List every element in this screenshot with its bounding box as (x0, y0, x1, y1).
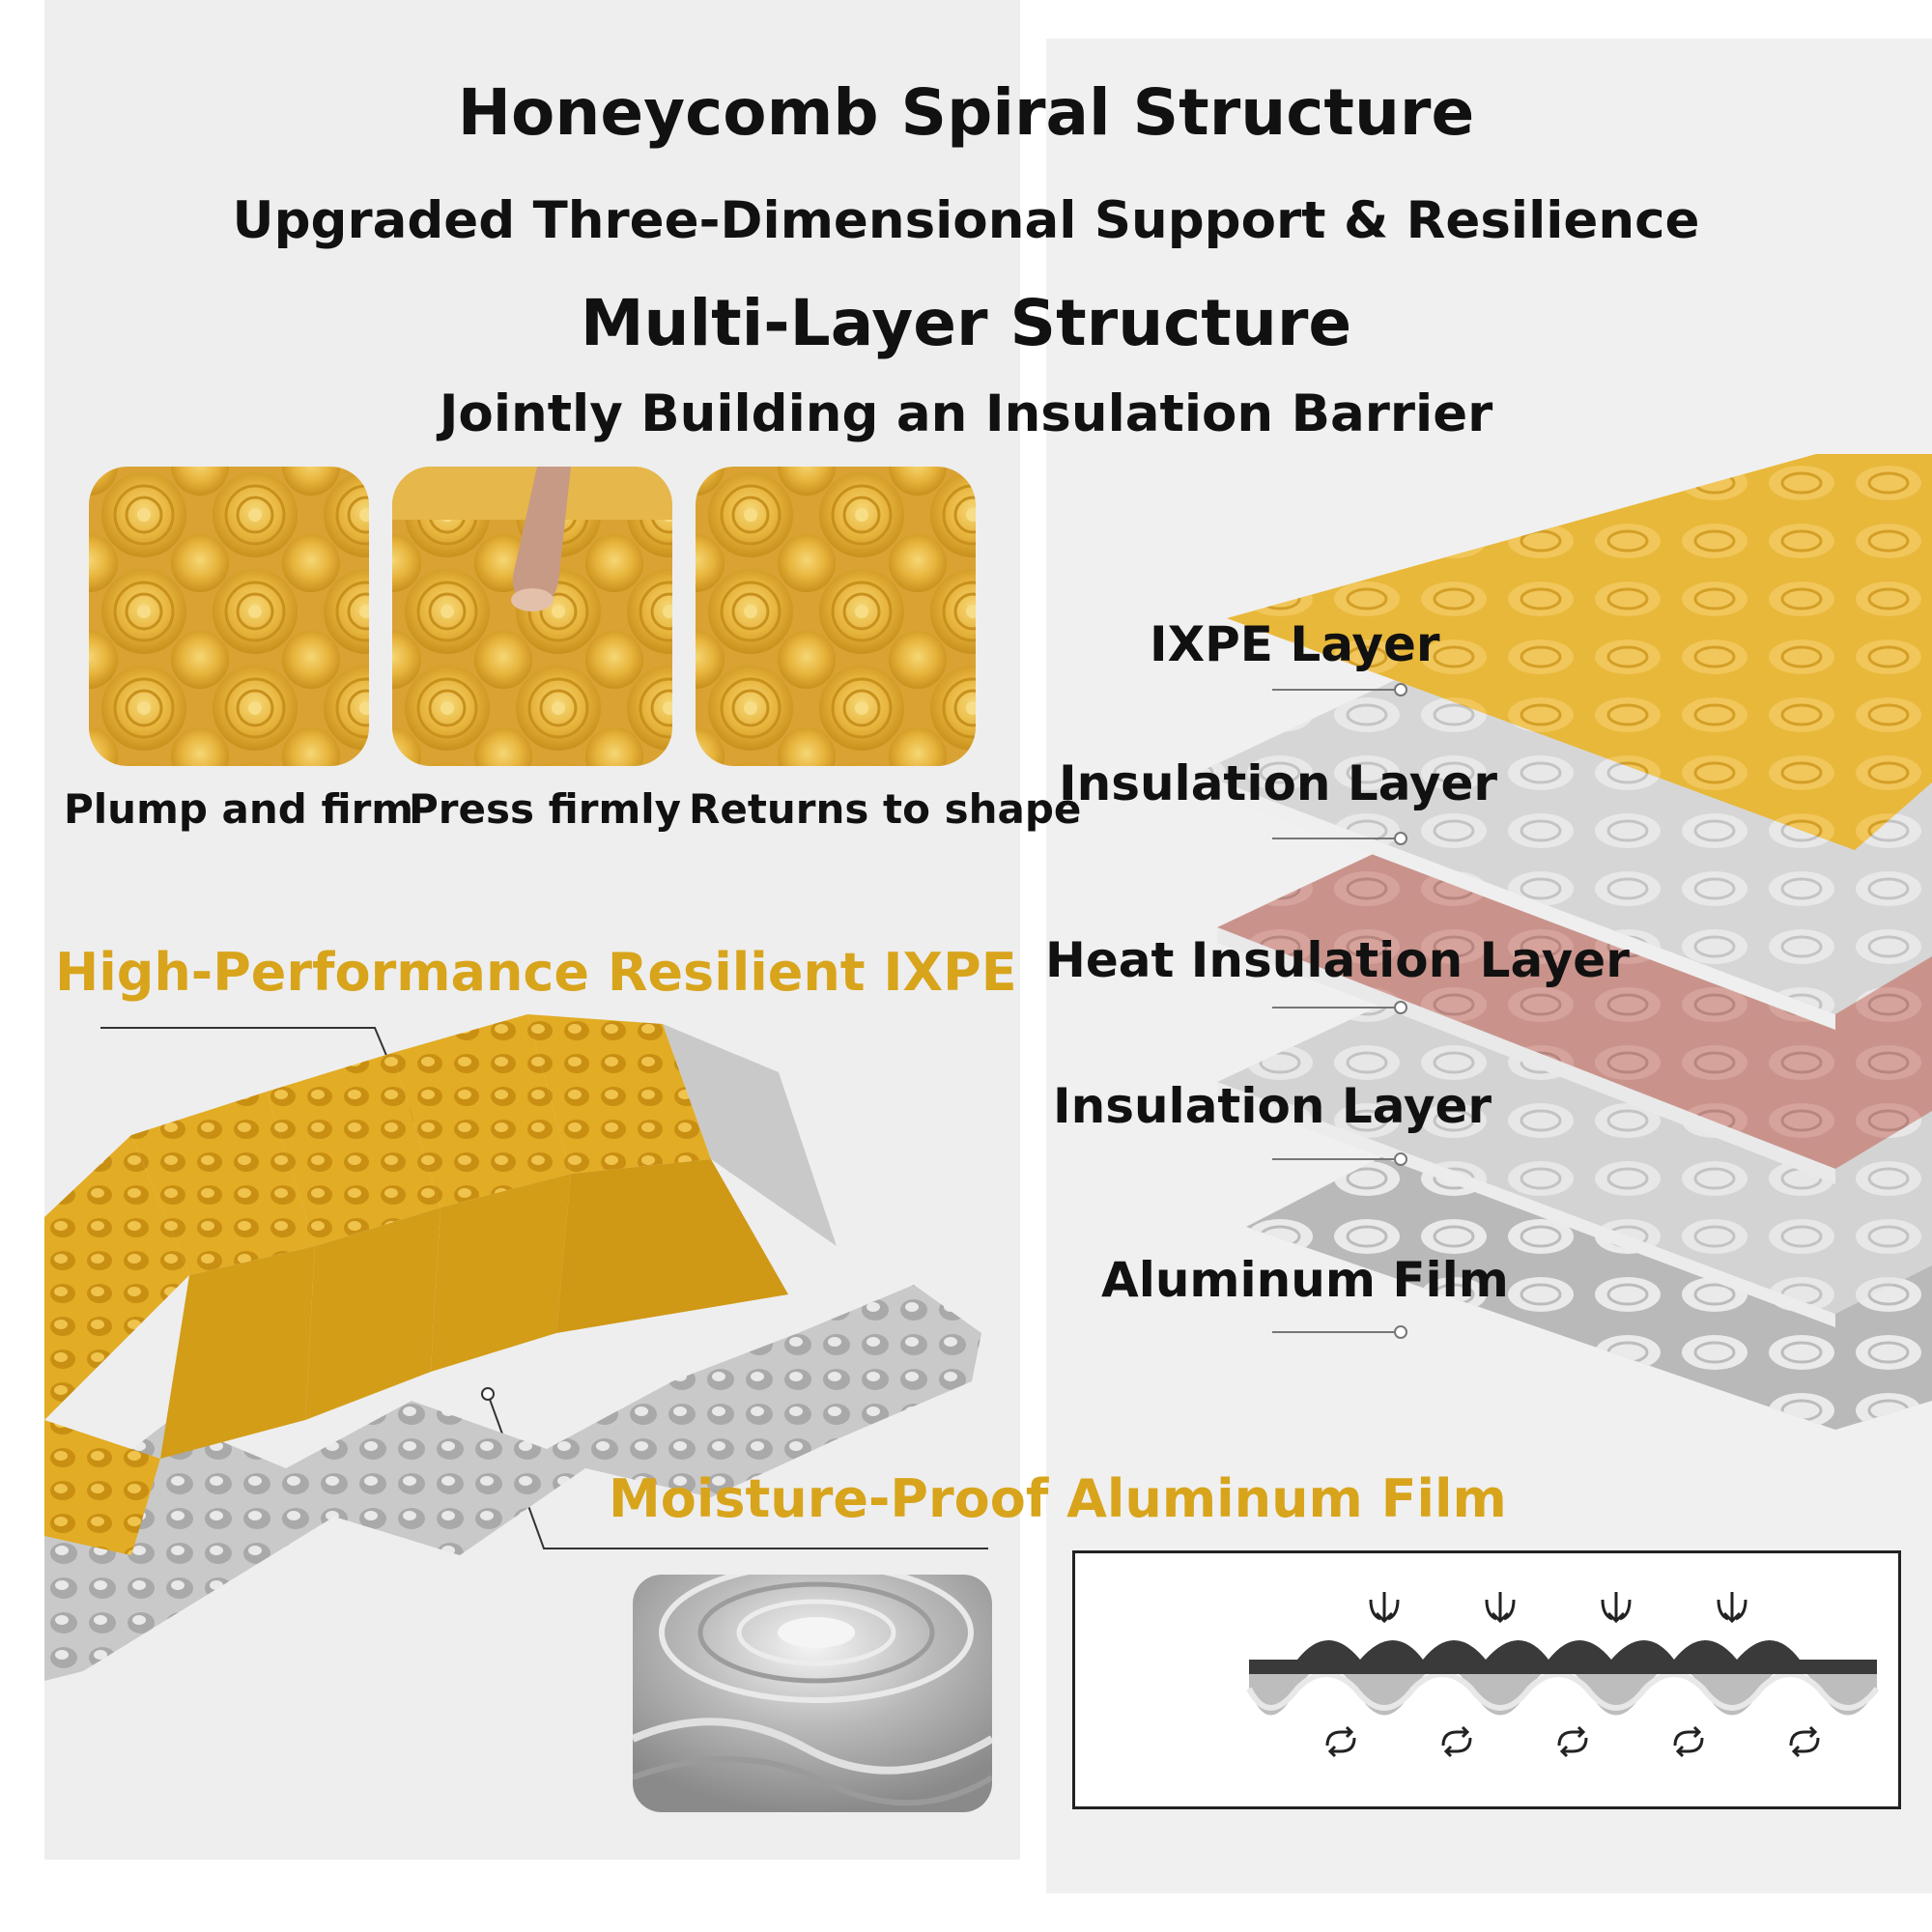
layer-label-ixpe: IXPE Layer (1150, 616, 1440, 672)
returns-to-shape-image (696, 467, 976, 766)
leader-dot-insulation-1 (1394, 832, 1407, 845)
press-firmly-image (392, 467, 672, 766)
plump-and-firm-image (89, 467, 369, 766)
caption-press: Press firmly (409, 785, 681, 833)
finger-shape (512, 467, 571, 606)
subheadline-insulation: Jointly Building an Insulation Barrier (439, 384, 1493, 443)
leader-dot-insulation-2 (1394, 1152, 1407, 1166)
leader-insulation-2 (1272, 1158, 1398, 1160)
cross-section-diagram (1072, 1550, 1901, 1809)
circulation-icon (1325, 1725, 1820, 1758)
layer-label-insulation-1: Insulation Layer (1059, 755, 1498, 811)
headline-multilayer: Multi-Layer Structure (580, 286, 1352, 360)
folded-mat-image (44, 1014, 981, 1681)
headline-honeycomb: Honeycomb Spiral Structure (457, 75, 1475, 150)
caption-returns: Returns to shape (689, 785, 1082, 833)
down-arrows-icon (1369, 1592, 1747, 1624)
leader-ixpe (1272, 689, 1398, 691)
leader-insulation-1 (1272, 838, 1398, 839)
caption-plump: Plump and firm (64, 785, 414, 833)
leader-dot-aluminum-film (1394, 1325, 1407, 1339)
aluminum-closeup-image (633, 1575, 992, 1812)
leader-aluminum-film (1272, 1331, 1398, 1333)
leader-heat-insulation (1272, 1007, 1398, 1009)
subheadline-support: Upgraded Three-Dimensional Support & Res… (232, 191, 1700, 250)
ixpe-callout: High-Performance Resilient IXPE (55, 942, 1017, 1003)
aluminum-callout: Moisture-Proof Aluminum Film (609, 1468, 1507, 1529)
layer-stack-image (1198, 454, 1932, 1430)
leader-dot-heat-insulation (1394, 1001, 1407, 1014)
layer-label-insulation-2: Insulation Layer (1053, 1078, 1492, 1134)
layer-label-aluminum-film: Aluminum Film (1101, 1252, 1509, 1308)
leader-dot-ixpe (1394, 683, 1407, 696)
layer-label-heat-insulation: Heat Insulation Layer (1045, 932, 1630, 988)
